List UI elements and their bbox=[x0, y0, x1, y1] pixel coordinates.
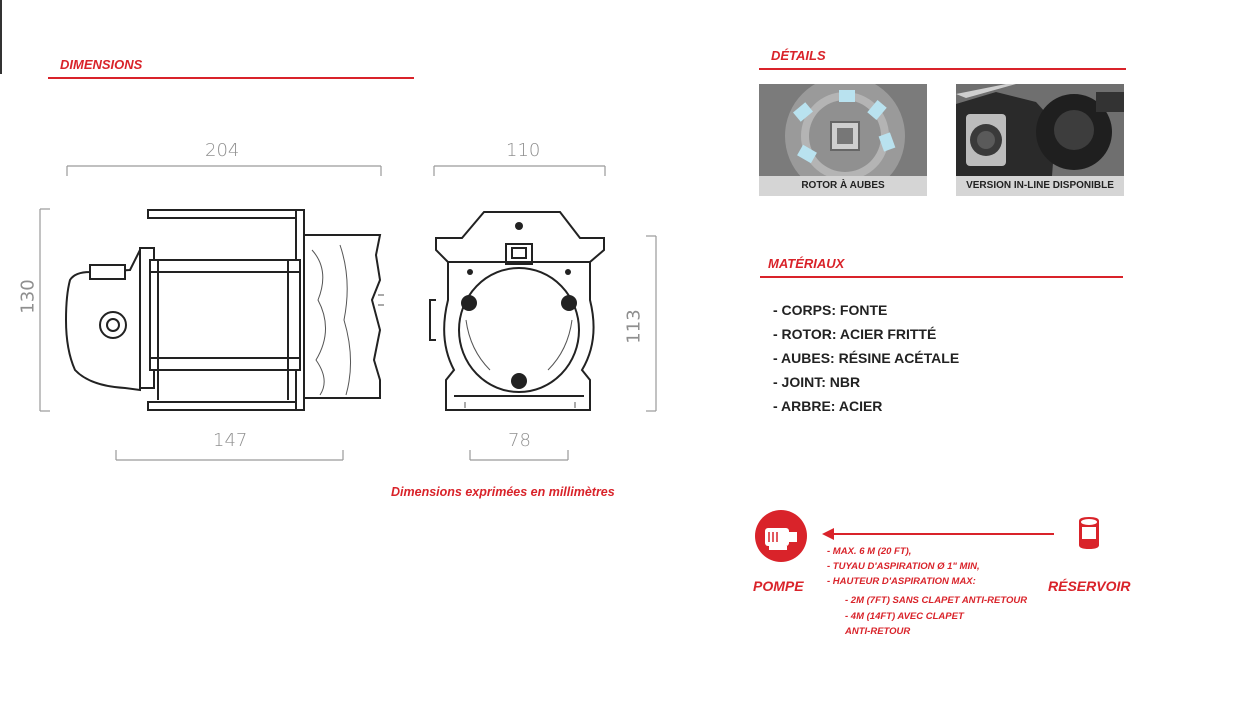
materials-rule bbox=[760, 276, 1123, 278]
dimensions-rule bbox=[48, 77, 414, 79]
suction-line: - 4M (14FT) AVEC CLAPET bbox=[845, 611, 964, 622]
dim-top-right: 110 bbox=[506, 140, 541, 161]
front-bolts bbox=[461, 222, 577, 389]
dim-bottom-left: 147 bbox=[213, 430, 248, 451]
tank-label: RÉSERVOIR bbox=[1048, 578, 1131, 594]
material-item: - JOINT: NBR bbox=[773, 374, 861, 390]
material-item: - ROTOR: ACIER FRITTÉ bbox=[773, 326, 937, 342]
details-rule bbox=[759, 68, 1126, 70]
dimension-lines bbox=[39, 165, 657, 461]
suction-line: ANTI-RETOUR bbox=[845, 626, 911, 637]
pump-side-view bbox=[64, 209, 382, 411]
suction-line: - MAX. 6 M (20 FT), bbox=[827, 546, 912, 557]
dimensions-note: Dimensions exprimées en millimètres bbox=[391, 485, 615, 499]
materials-title: MATÉRIAUX bbox=[768, 256, 845, 271]
edge-mark bbox=[0, 0, 2, 74]
dim-top-left: 204 bbox=[205, 140, 240, 161]
tank-icon bbox=[1079, 517, 1099, 549]
suction-line: - 2M (7FT) SANS CLAPET ANTI-RETOUR bbox=[845, 595, 1028, 606]
material-item: - CORPS: FONTE bbox=[773, 302, 888, 318]
pump-icon bbox=[755, 510, 807, 562]
rotor-image: ROTOR À AUBES bbox=[759, 84, 927, 196]
pump-technical-drawing bbox=[39, 165, 657, 461]
inline-version-caption: VERSION IN-LINE DISPONIBLE bbox=[956, 176, 1124, 196]
rotor-caption: ROTOR À AUBES bbox=[759, 176, 927, 196]
rotor-icon bbox=[759, 84, 927, 196]
material-item: - ARBRE: ACIER bbox=[773, 398, 883, 414]
arrow-left-icon bbox=[822, 528, 1054, 540]
pump-label: POMPE bbox=[753, 578, 804, 594]
dimensions-title: DIMENSIONS bbox=[60, 57, 143, 72]
suction-line: - TUYAU D'ASPIRATION Ø 1" MIN, bbox=[827, 561, 980, 572]
materials-list: - CORPS: FONTE - ROTOR: ACIER FRITTÉ - A… bbox=[773, 300, 959, 420]
dim-bottom-right: 78 bbox=[508, 430, 531, 451]
details-title: DÉTAILS bbox=[771, 48, 826, 63]
pump-front-view bbox=[429, 211, 605, 411]
suction-line: - HAUTEUR D'ASPIRATION MAX: bbox=[827, 576, 976, 587]
inline-version-image: VERSION IN-LINE DISPONIBLE bbox=[956, 84, 1124, 196]
material-item: - AUBES: RÉSINE ACÉTALE bbox=[773, 350, 960, 366]
